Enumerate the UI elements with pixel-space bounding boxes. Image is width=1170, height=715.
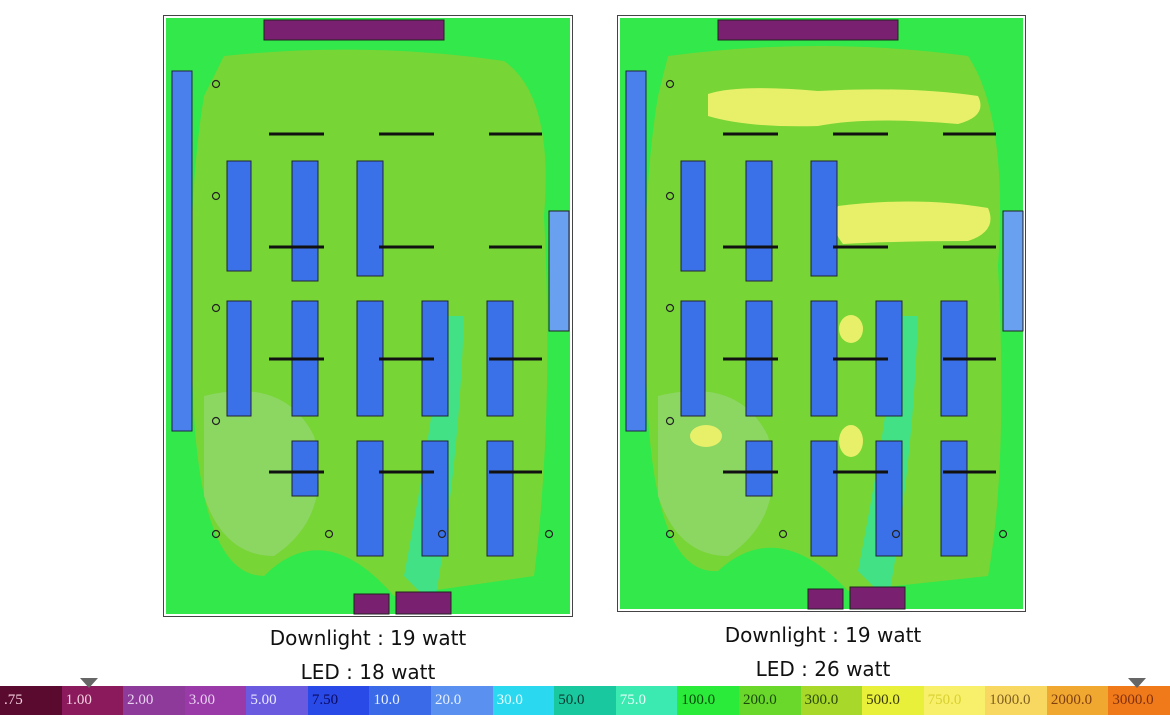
legend-swatch: 1.00	[61, 686, 124, 715]
legend-swatch: 75.0	[615, 686, 678, 715]
caption-left: Downlight : 19 watt LED : 18 watt	[188, 621, 548, 689]
legend-swatch: 10.0	[369, 686, 432, 715]
caption-left-line1: Downlight : 19 watt	[269, 626, 467, 650]
legend-swatch: 3000.0	[1108, 686, 1170, 715]
caption-left-line2: LED : 18 watt	[300, 660, 436, 684]
legend-swatch: 500.0	[862, 686, 924, 715]
legend-marker-low-icon[interactable]	[80, 678, 98, 688]
legend-swatch: 2000.0	[1046, 686, 1109, 715]
illuminance-plan-right	[617, 15, 1026, 612]
legend-swatch: 750.0	[923, 686, 986, 715]
legend-swatch: 7.50	[307, 686, 370, 715]
legend-swatch: 5.00	[246, 686, 308, 715]
legend-swatch: .75	[0, 686, 62, 715]
legend-swatch: 20.0	[431, 686, 493, 715]
caption-right: Downlight : 19 watt LED : 26 watt	[643, 618, 1003, 686]
illuminance-plan-left	[163, 15, 573, 617]
plan-left-drawing	[166, 18, 570, 615]
legend-swatch: 100.0	[677, 686, 739, 715]
legend-swatch: 1000.0	[985, 686, 1047, 715]
legend-swatch: 50.0	[554, 686, 616, 715]
legend-swatch: 300.0	[800, 686, 863, 715]
legend-marker-high-icon[interactable]	[1128, 678, 1146, 688]
legend-swatch: 3.00	[184, 686, 247, 715]
plan-right-drawing	[620, 18, 1024, 610]
legend-swatch: 30.0	[492, 686, 555, 715]
legend-swatch: 2.00	[123, 686, 185, 715]
caption-right-line1: Downlight : 19 watt	[724, 623, 922, 647]
legend-swatch: 200.0	[738, 686, 801, 715]
caption-right-line2: LED : 26 watt	[755, 657, 891, 681]
